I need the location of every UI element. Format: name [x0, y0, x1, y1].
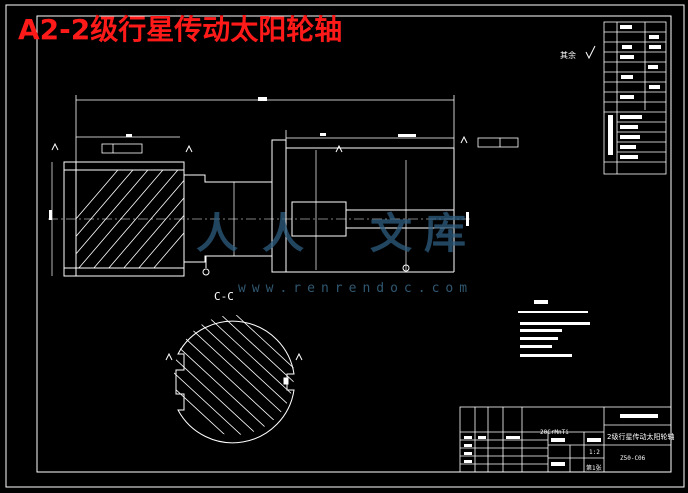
- sheet-label: 第1张: [586, 465, 602, 472]
- watermark-logo: 人: [262, 209, 305, 258]
- roughness-symbol: [585, 45, 596, 60]
- section-markers: [51, 135, 468, 276]
- parameter-table-fills: [608, 25, 661, 159]
- upper-dimensions: [76, 130, 519, 154]
- material-label: 20CrMnTi: [540, 429, 569, 436]
- drawing-number: Z50-C06: [620, 455, 646, 462]
- outer-frame: [5, 4, 685, 488]
- inner-frame: [36, 15, 672, 473]
- section-label: C-C: [214, 290, 234, 303]
- section-hatching: [174, 315, 294, 435]
- roughness-label: 其余: [560, 51, 576, 60]
- parameter-table: [603, 21, 667, 175]
- title-block-fills: [464, 414, 658, 466]
- section-view: [175, 320, 295, 444]
- section-roughness: [165, 352, 303, 385]
- gear-hatching: [76, 170, 184, 268]
- scale-value: 1:2: [589, 449, 600, 456]
- watermark-logo: 文: [370, 209, 413, 258]
- shaft-main: [63, 139, 455, 277]
- watermark-logo: 库: [424, 209, 467, 258]
- tech-notes: [518, 300, 590, 357]
- banner-title: A2-2级行星传动太阳轮轴: [18, 13, 343, 46]
- watermark-logo: 人: [196, 209, 239, 258]
- title-block: [459, 406, 672, 473]
- vertical-dimensions: [49, 150, 469, 276]
- part-name: 2级行星传动太阳轮轴: [607, 433, 675, 441]
- watermark-site: www.renrendoc.com: [238, 281, 474, 296]
